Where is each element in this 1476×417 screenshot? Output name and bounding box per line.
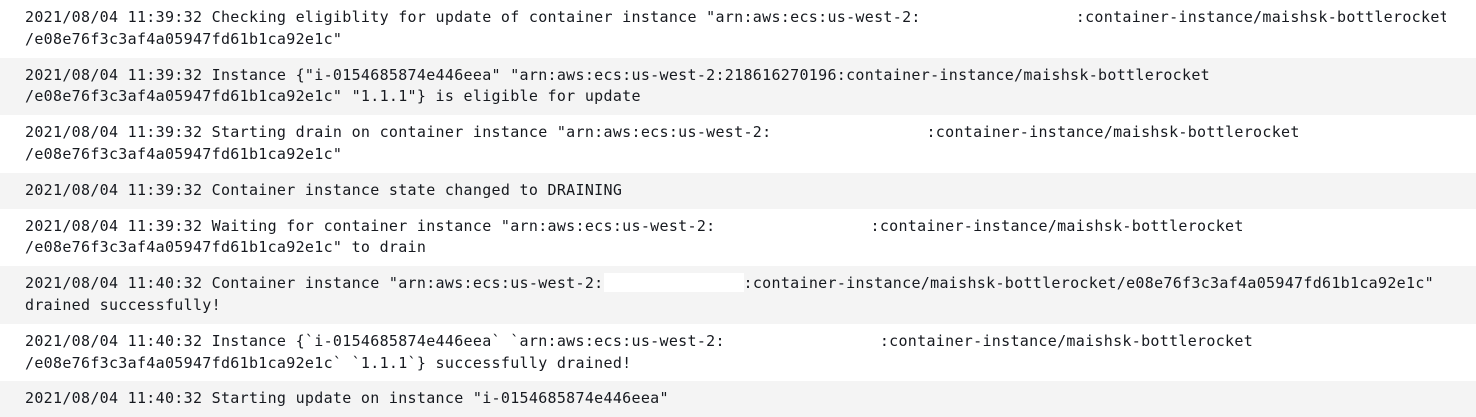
log-line: 2021/08/04 11:39:32 Waiting for containe… xyxy=(25,215,1446,238)
log-row: 2021/08/04 11:40:32 Instance {`i-0154685… xyxy=(0,323,1476,382)
log-line: 2021/08/04 11:40:32 Instance {`i-0154685… xyxy=(25,330,1446,353)
log-text: /e08e76f3c3af4a05947fd61b1ca92e1c` `1.1.… xyxy=(25,353,632,372)
redaction-box xyxy=(771,122,927,142)
log-text: /e08e76f3c3af4a05947fd61b1ca92e1c" xyxy=(25,144,343,163)
log-text: 2021/08/04 11:39:32 Instance {"i-0154685… xyxy=(25,65,1211,84)
log-line: 2021/08/04 11:40:32 Container instance "… xyxy=(25,273,1446,295)
log-text: drained successfully! xyxy=(25,295,221,314)
redaction-box xyxy=(920,7,1076,26)
log-row: 2021/08/04 11:39:32 Container instance s… xyxy=(0,172,1476,209)
log-line: 2021/08/04 11:39:32 Instance {"i-0154685… xyxy=(25,65,1446,87)
log-row: 2021/08/04 11:40:32 Container instance "… xyxy=(0,266,1476,324)
log-row: 2021/08/04 11:39:32 Instance {"i-0154685… xyxy=(0,57,1476,116)
log-text: /e08e76f3c3af4a05947fd61b1ca92e1c" xyxy=(25,29,343,48)
log-text: 2021/08/04 11:40:32 Instance {`i-0154685… xyxy=(25,331,725,350)
log-text: 2021/08/04 11:39:32 Container instance s… xyxy=(25,180,623,199)
log-line: /e08e76f3c3af4a05947fd61b1ca92e1c" "1.1.… xyxy=(25,86,1446,108)
log-row: 2021/08/04 11:40:32 Starting update on i… xyxy=(0,381,1476,417)
redaction-box xyxy=(724,330,880,350)
log-text: 2021/08/04 11:39:32 Waiting for containe… xyxy=(25,216,716,235)
log-text: 2021/08/04 11:40:32 Container instance "… xyxy=(25,274,604,293)
log-text: :container-instance/maishsk-bottlerocket xyxy=(1075,8,1446,26)
log-line: 2021/08/04 11:40:32 Starting update on i… xyxy=(25,388,1446,410)
log-text: /e08e76f3c3af4a05947fd61b1ca92e1c" to dr… xyxy=(25,238,427,257)
log-line: drained successfully! xyxy=(25,295,1446,317)
log-row: 2021/08/04 11:39:32 Checking eligiblity … xyxy=(0,0,1476,58)
redaction-box xyxy=(715,215,871,235)
log-text: 2021/08/04 11:39:32 Checking eligiblity … xyxy=(25,8,921,26)
log-line: /e08e76f3c3af4a05947fd61b1ca92e1c" xyxy=(25,29,1446,51)
log-text: 2021/08/04 11:39:32 Starting drain on co… xyxy=(25,123,772,142)
log-row: 2021/08/04 11:39:32 Starting drain on co… xyxy=(0,115,1476,173)
log-line: 2021/08/04 11:39:32 Starting drain on co… xyxy=(25,122,1446,144)
log-line: 2021/08/04 11:39:32 Checking eligiblity … xyxy=(25,7,1446,29)
log-line: 2021/08/04 11:39:32 Container instance s… xyxy=(25,180,1446,202)
log-line: /e08e76f3c3af4a05947fd61b1ca92e1c" xyxy=(25,144,1446,166)
redaction-box xyxy=(603,273,744,293)
log-text: :container-instance/maishsk-bottlerocket… xyxy=(743,274,1434,293)
log-row: 2021/08/04 11:39:32 Waiting for containe… xyxy=(0,208,1476,267)
log-text: :container-instance/maishsk-bottlerocket xyxy=(926,123,1300,142)
log-text: :container-instance/maishsk-bottlerocket xyxy=(870,216,1244,235)
log-line: /e08e76f3c3af4a05947fd61b1ca92e1c" to dr… xyxy=(25,237,1446,259)
log-text: :container-instance/maishsk-bottlerocket xyxy=(879,331,1254,350)
log-text: 2021/08/04 11:40:32 Starting update on i… xyxy=(25,389,669,408)
log-line: /e08e76f3c3af4a05947fd61b1ca92e1c` `1.1.… xyxy=(25,353,1446,375)
log-text: /e08e76f3c3af4a05947fd61b1ca92e1c" "1.1.… xyxy=(25,87,641,106)
